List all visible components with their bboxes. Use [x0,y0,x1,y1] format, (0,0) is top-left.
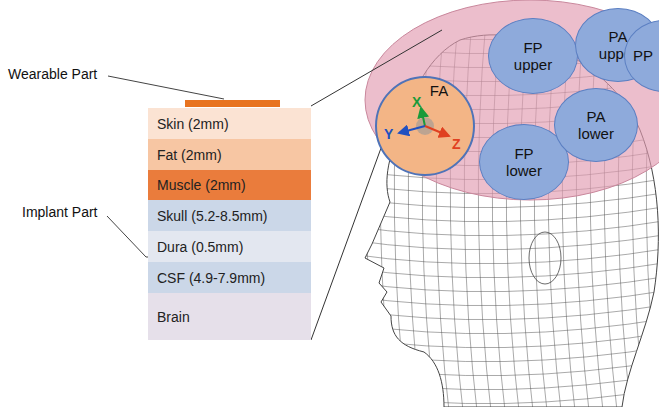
node-text: PP [633,47,653,64]
node-text: CSF (4.9-7.9mm) [157,270,265,286]
pa-lower-region: PA lower [554,88,638,162]
zoom-line [311,96,400,340]
node-text: Skin (2mm) [157,116,229,132]
skull-layer: Skull (5.2-8.5mm) [148,200,311,231]
fat-layer: Fat (2mm) [148,139,311,170]
axis-label: Y [384,126,393,142]
node-text: Muscle (2mm) [157,177,246,193]
leader-line [108,76,224,99]
node-text: PA lower [578,108,614,143]
node-text: FP upper [514,39,552,74]
node-text: Skull (5.2-8.5mm) [157,208,267,224]
node-text: Fat (2mm) [157,147,222,163]
node-text: Brain [157,309,190,325]
part-label: Wearable Part [8,66,97,82]
dura-layer: Dura (0.5mm) [148,231,311,262]
node-text: Dura (0.5mm) [157,239,243,255]
skin-layer: Skin (2mm) [148,108,311,139]
muscle-layer: Muscle (2mm) [148,170,311,200]
part-label: Implant Part [22,204,97,220]
ear [529,232,561,284]
axis-label: X [412,94,421,110]
wearable-part-bar [185,100,280,107]
csf-layer: CSF (4.9-7.9mm) [148,262,311,293]
node-text: FP lower [506,145,542,180]
fp-upper-region: FP upper [488,18,578,94]
node-text: FA [430,82,448,99]
axis-label: Z [452,136,461,152]
brain-layer: Brain [148,293,311,340]
skull-dome [365,0,659,200]
